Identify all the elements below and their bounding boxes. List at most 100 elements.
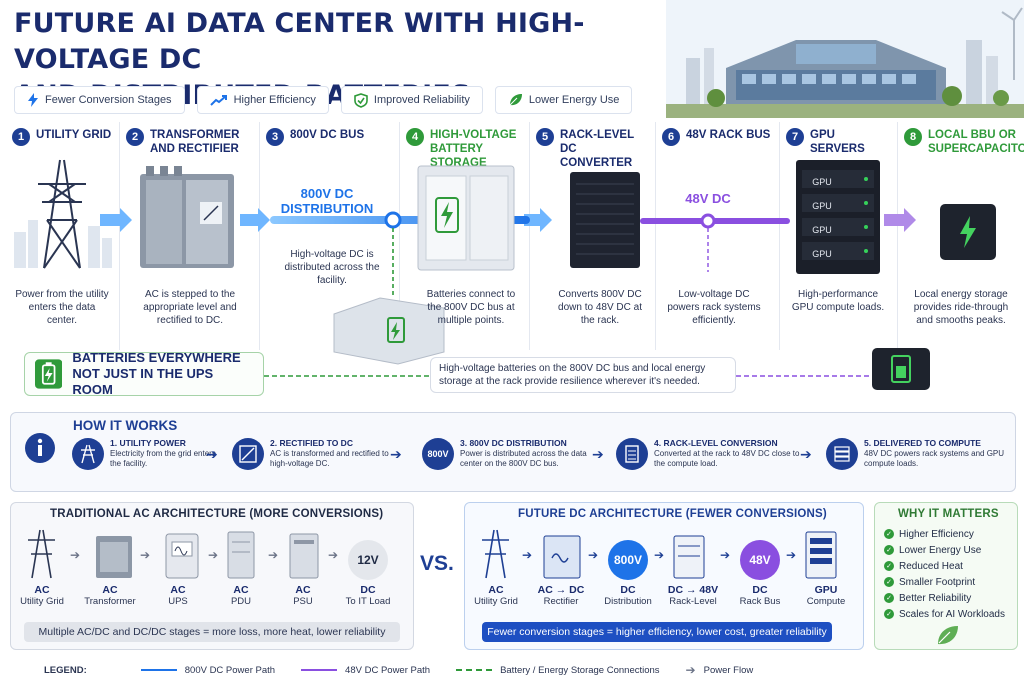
chain-kind: AC: [170, 584, 186, 596]
gpu-server-rack-icon: [796, 160, 880, 274]
legend-label: Power Flow: [703, 664, 754, 676]
gpu-label: GPU: [812, 249, 832, 259]
data-center-building-image: [666, 0, 1024, 118]
step-desc: Converts 800V DC down to 48V DC at the r…: [558, 289, 642, 326]
step-desc: AC is stepped to the appropriate level a…: [143, 289, 237, 326]
check-icon: ✓: [884, 561, 894, 571]
city-silhouette: [14, 220, 112, 268]
step-title: GPU SERVERS: [810, 129, 865, 155]
transformer-icon: [96, 536, 132, 578]
chain-kind: DC: [620, 584, 636, 596]
tower-icon: [72, 438, 104, 470]
benefit-pill: Fewer Conversion Stages: [14, 86, 185, 114]
arrow-right-icon: ➔: [720, 548, 731, 562]
ups-icon: [165, 533, 199, 579]
leaf-icon: [936, 624, 960, 651]
why-item: ✓ Scales for AI Workloads: [884, 606, 1005, 622]
chain-kind: DC → 48V: [667, 584, 719, 596]
chain-name: Transformer: [84, 596, 136, 607]
benefit-pill: Improved Reliability: [340, 86, 483, 114]
step-number: 3: [266, 128, 284, 146]
chain-kind: GPU: [814, 584, 838, 596]
arrow-right-icon: ➔: [522, 548, 533, 562]
check-icon: ✓: [884, 577, 894, 587]
arrow-right-icon: ➔: [654, 548, 665, 562]
check-icon: ✓: [884, 545, 894, 555]
chain-name: To IT Load: [345, 596, 391, 607]
arrow-right-icon: ➔: [206, 446, 218, 462]
hv-bus-label: 800V DC DISTRIBUTION: [280, 186, 374, 216]
shield-check-icon: [354, 92, 368, 108]
how-step-desc: Electricity from the grid enters the fac…: [110, 449, 216, 468]
step-number: 4: [406, 128, 424, 146]
why-item-label: Higher Efficiency: [899, 528, 974, 540]
step-48v-bus: 6 48V RACK BUS: [656, 122, 780, 350]
12v-badge-label: 12V: [348, 540, 388, 580]
benefit-pills: Fewer Conversion Stages Higher Efficienc…: [14, 86, 633, 114]
rack-converter-icon: [570, 172, 640, 268]
step-title: 48V RACK BUS: [686, 129, 771, 141]
check-icon: ✓: [884, 593, 894, 603]
legend-swatch: [301, 669, 338, 671]
chain-kind: AC: [34, 584, 50, 596]
how-step-title: 4. RACK-LEVEL CONVERSION: [654, 438, 778, 448]
rack-bus-junction: [700, 213, 716, 229]
arrow-right-icon: ➔: [268, 548, 279, 562]
battery-icon: [35, 359, 63, 389]
legend-item: 800V DC Power Path: [140, 665, 275, 676]
800v-badge-icon: 800V: [422, 438, 454, 470]
check-icon: ✓: [884, 609, 894, 619]
step-title: TRANSFORMER AND RECTIFIER: [150, 129, 240, 155]
chain-name: UPS: [168, 596, 188, 607]
chain-name: Rack-Level: [669, 596, 717, 607]
step-title: 800V DC BUS: [290, 129, 365, 141]
why-item-label: Scales for AI Workloads: [899, 608, 1005, 620]
step-desc: High-performance GPU compute loads.: [791, 289, 885, 313]
step-number: 8: [904, 128, 922, 146]
benefit-label: Improved Reliability: [373, 94, 470, 106]
callout-line-2: NOT JUST IN THE UPS ROOM: [72, 366, 214, 397]
lv-bus-label: 48V DC: [685, 191, 731, 206]
chain-kind: AC: [488, 584, 504, 596]
info-icon: [24, 432, 56, 469]
48v-badge-label: 48V: [740, 540, 780, 580]
transformer-cabinet-icon: [140, 166, 234, 268]
server-icon: [805, 531, 837, 579]
why-item: ✓ Smaller Footprint: [884, 574, 1005, 590]
legend-label: 48V DC Power Path: [345, 664, 431, 676]
chain-kind: AC → DC: [537, 584, 585, 596]
why-title: WHY IT MATTERS: [898, 508, 999, 520]
why-item-label: Smaller Footprint: [899, 576, 976, 588]
benefit-label: Higher Efficiency: [233, 94, 316, 106]
legend-title: LEGEND:: [44, 664, 87, 676]
psu-icon: [289, 533, 319, 579]
chain-name: Utility Grid: [20, 596, 64, 607]
arrow-right-icon: ➔: [390, 446, 402, 462]
rack-battery-icon: [872, 348, 930, 390]
chain-name: Distribution: [604, 596, 652, 607]
step-desc: Local energy storage provides ride-throu…: [913, 289, 1009, 326]
arrow-right-icon: ➔: [786, 548, 797, 562]
12v-badge: 12V: [348, 540, 388, 580]
how-step-title: 2. RECTIFIED TO DC: [270, 438, 353, 448]
future-icons: [482, 529, 837, 579]
step-desc: Power from the utility enters the data c…: [15, 289, 109, 326]
benefit-pill: Lower Energy Use: [494, 86, 633, 114]
future-note: Fewer conversion stages = higher efficie…: [482, 622, 832, 642]
traditional-title: TRADITIONAL AC ARCHITECTURE (MORE CONVER…: [50, 508, 384, 520]
step-number: 5: [536, 128, 554, 146]
arrow-right-icon: ➔: [328, 548, 339, 562]
step-number: 6: [662, 128, 680, 146]
